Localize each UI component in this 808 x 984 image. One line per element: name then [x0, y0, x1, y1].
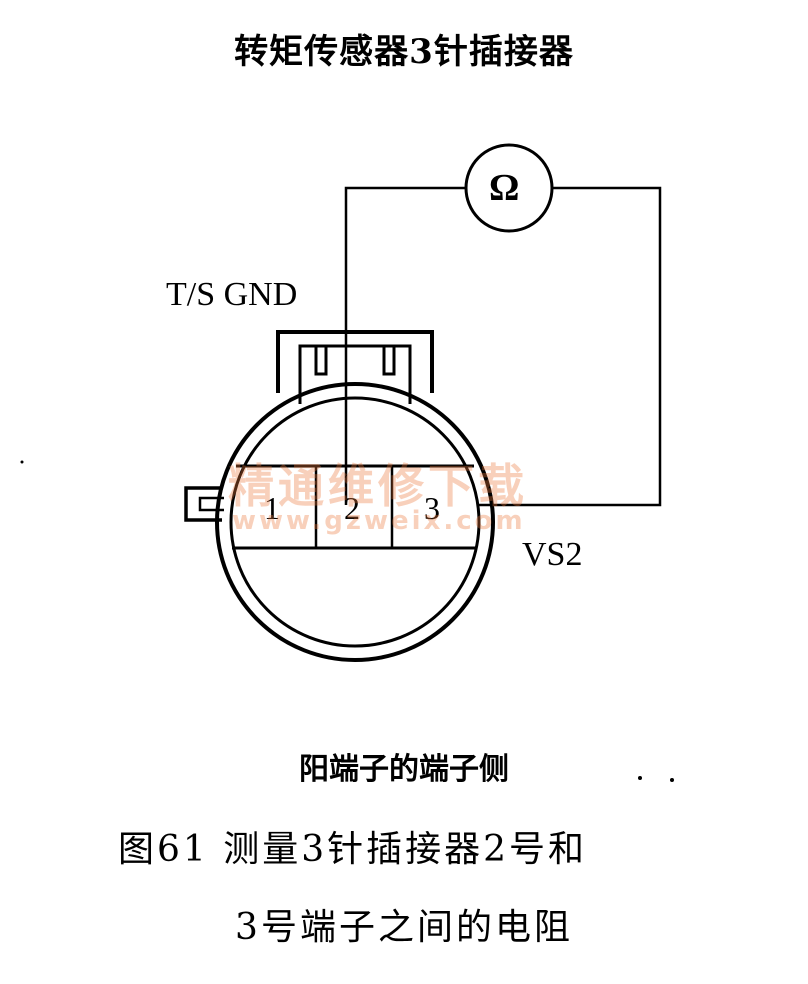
pin-1-label: 1	[264, 490, 280, 526]
inner-ring	[229, 396, 481, 648]
speck	[638, 776, 642, 780]
notch-left	[314, 346, 328, 376]
speck	[670, 778, 674, 782]
pin-2-label: 2	[344, 490, 360, 526]
outer-ring	[215, 382, 495, 662]
diagram-title: 转矩传感器3针插接器	[234, 32, 574, 72]
terminal-side-label: 阳端子的端子侧	[299, 752, 509, 787]
notch-right	[382, 346, 396, 376]
ts-gnd-label: T/S GND	[166, 276, 298, 313]
connector-body	[184, 330, 495, 662]
caption-line-2: 3号端子之间的电阻	[235, 907, 573, 948]
pin-3-label: 3	[424, 490, 440, 526]
speck	[20, 460, 24, 464]
ohmmeter-circle	[464, 143, 554, 233]
wire-to-pin3	[478, 186, 662, 507]
caption-line-1: 图61 测量3针插接器2号和	[118, 829, 588, 870]
watermark-text: 精通维修下载	[228, 459, 528, 513]
vs2-label: VS2	[522, 536, 583, 573]
top-tab-outer	[276, 330, 434, 393]
left-key	[184, 486, 222, 522]
meter-symbol: Ω	[489, 167, 520, 209]
top-tab-inner	[298, 344, 412, 404]
watermark-url: www.gzweix.com	[232, 506, 526, 536]
left-key-inner	[198, 496, 224, 512]
